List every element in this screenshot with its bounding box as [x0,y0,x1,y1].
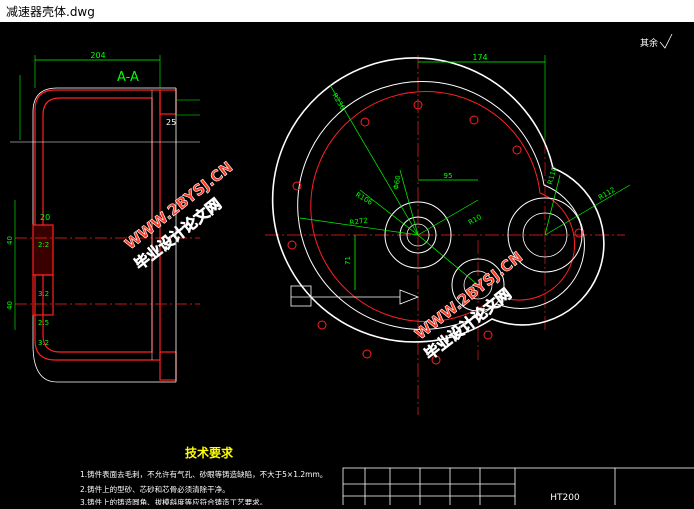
dim-top-width: 204 [90,51,105,60]
tech-note-1: 1.铸件表面去毛刺，不允许有气孔、砂眼等铸造缺陷，不大于5×1.2mm。 [80,469,327,479]
dim-v1: 40 [6,236,14,245]
dim-depth: 25 [166,118,176,127]
title-block [342,467,694,509]
plan-view [265,55,631,415]
cad-drawing[interactable]: 204 A-A 25 20 2:2 3.2 2.5 3.2 40 40 [0,22,694,509]
dim-d3: 3.2 [38,290,49,298]
roughness-symbol-icon [659,33,673,49]
dim-174: 174 [472,53,487,62]
tech-note-2: 2.铸件上的型砂、芯砂和芯骨必须清除干净。 [80,484,230,494]
watermark-2: WWW.2BYSJ.CN 毕业设计论文网 [411,248,526,364]
dim-95: 95 [444,172,453,180]
dim-d5: 3.2 [38,339,49,347]
dim-r112: R112 [597,186,617,202]
dim-r106: R106 [354,191,374,207]
dim-71: 71 [344,256,352,265]
dim-d2: 2:2 [38,241,49,249]
watermark-1: WWW.2BYSJ.CN 毕业设计论文网 [121,158,236,274]
dim-r272: R272 [349,217,368,227]
dim-r10: R10 [467,213,483,227]
tech-title: 技术要求 [185,445,234,460]
dim-phi: Φ60 [392,175,402,191]
tech-note-3: 3.铸件上的铸造圆角、拔模斜度等应符合铸造工艺要求。 [80,497,267,505]
roughness-note: 其余 [640,37,658,49]
dim-v2: 40 [6,301,14,310]
material-label: HT200 [550,493,580,503]
title-bar: 减速器壳体.dwg [0,0,694,23]
dim-r110: R110 [546,166,558,186]
dim-d4: 2.5 [38,319,49,327]
window-title: 减速器壳体.dwg [6,5,95,19]
drawing-canvas[interactable]: 204 A-A 25 20 2:2 3.2 2.5 3.2 40 40 [0,22,694,509]
section-label: A-A [117,70,139,85]
dim-d1: 20 [40,213,50,222]
section-view-a-a [10,55,200,383]
